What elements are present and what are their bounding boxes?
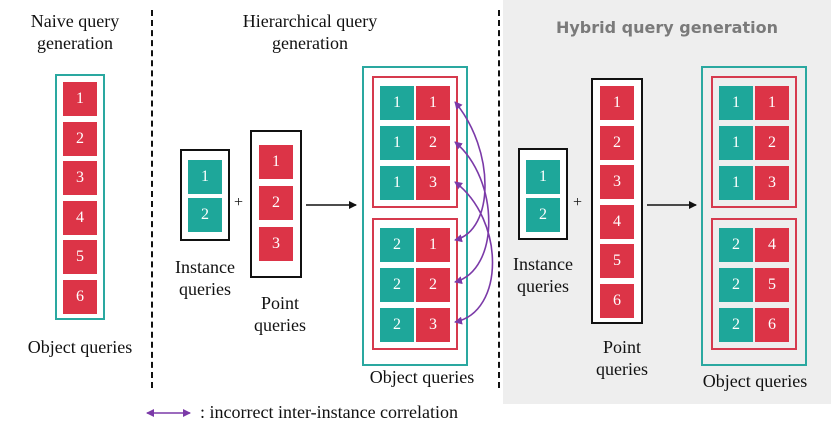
hybrid-object-query-point: 5 <box>755 268 789 302</box>
hybrid-object-query-instance: 2 <box>719 228 753 262</box>
hierarchical-object-query-instance: 1 <box>380 166 414 200</box>
hierarchical-object-query-point: 2 <box>416 268 450 302</box>
hybrid-object-query-instance: 1 <box>719 126 753 160</box>
hybrid-group-a-frame <box>711 76 797 208</box>
hier-instance-query: 1 <box>188 160 222 194</box>
hierarchical-object-query-instance: 1 <box>380 86 414 120</box>
naive-title: Naive query generation <box>30 11 120 53</box>
hybrid-group-b-frame <box>711 218 797 350</box>
incorrect-correlation-arrows <box>454 101 494 325</box>
hier-plus-sign: + <box>234 194 244 211</box>
hybrid-point-query: 1 <box>600 86 634 120</box>
hier-point-query: 2 <box>259 186 293 220</box>
hierarchical-object-query-point: 3 <box>416 166 450 200</box>
hierarchical-object-query-point: 1 <box>416 86 450 120</box>
hybrid-instance-label: Instance queries <box>513 254 573 296</box>
hybrid-object-query-point: 3 <box>755 166 789 200</box>
hybrid-title: Hybrid query generation <box>555 18 778 37</box>
hybrid-object-query-point: 1 <box>755 86 789 120</box>
hybrid-object-query-instance: 2 <box>719 268 753 302</box>
hierarchical-object-query-point: 1 <box>416 228 450 262</box>
hier-point-label: Point queries <box>254 293 306 335</box>
hier-instance-label: Instance queries <box>175 257 235 299</box>
legend-text: : incorrect inter-instance correlation <box>200 402 459 422</box>
hier-instance-query: 2 <box>188 198 222 232</box>
correlation-arrow-1 <box>454 101 486 243</box>
hybrid-object-queries-frame <box>701 66 807 366</box>
hybrid-instance-query: 1 <box>526 160 560 194</box>
correlation-arrow-3 <box>454 181 494 325</box>
hier-point-query: 3 <box>259 227 293 261</box>
hybrid-object-query-instance: 1 <box>719 86 753 120</box>
naive-object-queries-label: Object queries <box>27 337 133 357</box>
hybrid-point-query: 6 <box>600 283 634 318</box>
hierarchical-object-query-instance: 1 <box>380 126 414 160</box>
hybrid-object-query-instance: 2 <box>719 308 753 342</box>
hierarchical-object-query-point: 2 <box>416 126 450 160</box>
hybrid-point-query: 5 <box>600 244 634 278</box>
naive-object-query: 1 <box>63 82 97 116</box>
hier-point-query: 1 <box>259 145 293 179</box>
hierarchical-title: Hierarchical query generation <box>242 11 378 53</box>
naive-object-query: 6 <box>63 279 97 314</box>
naive-object-query: 5 <box>63 240 97 274</box>
correlation-arrow-2 <box>454 141 490 285</box>
hier-object-queries-label: Object queries <box>369 367 475 387</box>
hybrid-object-query-point: 4 <box>755 228 789 262</box>
hybrid-point-query: 3 <box>600 165 634 199</box>
hybrid-point-label: Point queries <box>596 337 648 379</box>
hybrid-object-query-point: 6 <box>755 308 789 342</box>
hybrid-object-query-instance: 1 <box>719 166 753 200</box>
hybrid-point-query: 2 <box>600 125 634 160</box>
hybrid-plus-sign: + <box>573 194 583 211</box>
hybrid-object-query-point: 2 <box>755 126 789 160</box>
hier-object-queries-frame <box>362 66 468 366</box>
hybrid-point-query: 4 <box>600 204 634 239</box>
separator-left <box>151 10 153 388</box>
naive-object-query: 2 <box>63 121 97 156</box>
hierarchical-object-query-instance: 2 <box>380 228 414 262</box>
naive-object-query: 3 <box>63 161 97 195</box>
hierarchical-object-query-point: 3 <box>416 308 450 342</box>
hierarchical-object-query-instance: 2 <box>380 268 414 302</box>
hierarchical-object-query-instance: 2 <box>380 308 414 342</box>
hybrid-object-queries-label: Object queries <box>702 371 808 391</box>
naive-object-queries-frame <box>55 74 105 320</box>
naive-object-query: 4 <box>63 200 97 235</box>
hybrid-instance-query: 2 <box>526 198 560 232</box>
separator-right <box>498 10 500 388</box>
